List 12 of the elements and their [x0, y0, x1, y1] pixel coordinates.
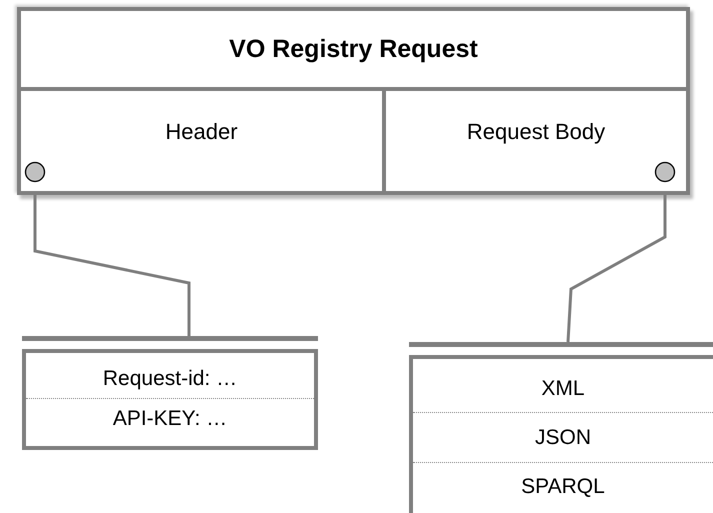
- section-label: Request Body: [466, 119, 606, 145]
- connector-line: [566, 162, 676, 342]
- list-item-text: SPARQL: [521, 475, 605, 499]
- connector-line: [24, 162, 190, 336]
- list-item-text: JSON: [534, 426, 591, 450]
- section-cell: [382, 87, 686, 191]
- list-item-text: Request-id: …: [102, 366, 238, 390]
- list-item-text: API-KEY: …: [112, 407, 228, 431]
- section-label: Header: [165, 119, 238, 145]
- registry-request-box: [17, 7, 690, 195]
- title-text: VO Registry Request: [229, 34, 478, 64]
- list-item-text: XML: [541, 376, 585, 400]
